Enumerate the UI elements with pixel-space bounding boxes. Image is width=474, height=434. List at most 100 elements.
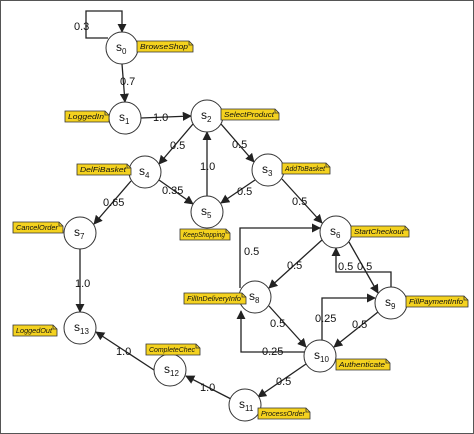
note-fold [126,164,131,169]
state-label-subscript: 1 [125,117,130,126]
state-label-subscript: 5 [207,211,212,220]
note-fold [325,163,330,168]
action-note-s4: DelFiBasket [76,163,132,176]
state-label-base: s [385,295,391,309]
note-shape [64,110,110,123]
edge-probability-s4-s7: 0.65 [103,197,124,209]
note-fold [241,293,246,298]
edge-s4-s5 [158,179,194,205]
state-label-base: s [74,320,80,334]
state-circle [63,311,97,345]
note-text: AddToBasket [284,166,326,173]
state-label-base: s [164,362,170,376]
action-note-s9: FillPaymentInfo [405,295,469,308]
edge-probability-s7-s13: 1.0 [75,278,90,290]
state-node-s12: s12 CompleteChec [145,343,201,387]
note-fold [104,111,109,116]
note-text: CancelOrder [16,225,59,232]
edge-s6-s8 [268,239,323,289]
note-fold [225,229,230,234]
edge-s10-s11 [257,363,307,398]
note-fold [385,359,390,364]
state-label-subscript: 7 [80,232,85,241]
state-label-base: s [201,204,207,218]
state-label-base: s [314,348,320,362]
edge-s11-s12 [185,375,232,400]
state-label: s13 [74,320,89,336]
action-note-s12: CompleteChec [145,343,201,356]
edge-probability-s2-s4: 0.5 [170,140,185,152]
edge-probability-s2-s3: 0.5 [232,139,247,151]
action-note-s6: StartCheckout [350,225,410,238]
note-fold [188,41,193,46]
state-label-base: s [139,164,145,178]
note-fold [58,222,63,227]
note-text: LoggedOut [16,328,53,335]
note-text: ProcessOrder [261,411,306,418]
note-fold [274,109,279,114]
note-shape [136,40,194,53]
state-node-s4: s4 DelFiBasket [76,155,162,189]
note-text: FillPaymentInfo [409,299,463,306]
state-label-base: s [249,289,255,303]
edge-probability-s8-s10: 0.5 [270,318,285,330]
edge-s2-s3 [220,123,255,163]
edge-probability-s9-s10: 0.5 [352,319,367,331]
state-label: s1 [119,110,130,126]
edge-probability-s3-s5: 0.5 [237,186,252,198]
edge-probability-s1-s2: 1.0 [153,112,168,124]
state-label: s5 [201,204,212,220]
edge-s4-s7 [93,180,132,225]
state-label: s10 [314,348,329,364]
note-fold [52,325,57,330]
note-shape [12,324,58,337]
edge-s9-s10 [333,311,379,348]
state-label: s4 [139,164,150,180]
state-label-base: s [330,224,336,238]
state-label-base: s [239,397,245,411]
state-label: s11 [239,397,254,413]
action-note-s11: ProcessOrder [257,407,311,420]
note-shape [220,108,280,121]
edge-probability-s10-s11: 0.5 [276,376,291,388]
note-fold [463,296,468,301]
edge-s8-s6 [239,223,321,288]
note-shape [179,228,231,241]
edge-s3-s5 [220,179,256,204]
edge-probability-s3-s6: 0.5 [292,196,307,208]
state-label-base: s [74,225,80,239]
note-shape [76,163,132,176]
action-note-s8: FillInDeliveryInfo [183,292,247,305]
state-node-s6: s6 StartCheckout [319,215,410,249]
note-shape [350,225,410,238]
state-node-s3: s3 AddToBasket [251,153,331,187]
state-label-subscript: 13 [80,327,89,336]
state-label: s3 [262,162,273,178]
state-label: s12 [164,362,179,378]
note-text: KeepShopping [183,232,225,239]
state-label-subscript: 0 [122,47,127,56]
edge-probability-s6-s8: 0.5 [287,260,302,272]
state-label-subscript: 2 [207,115,212,124]
state-circle [190,195,224,229]
edge-s0-s1 [119,63,129,103]
edge-s12-s13 [95,331,155,371]
edge-probability-s11-s12: 1.0 [200,382,215,394]
edge-probability-s12-s13: 1.0 [116,346,131,358]
state-circle [63,216,97,250]
state-label: s6 [330,224,341,240]
action-note-s3: AddToBasket [281,162,331,175]
edge-probability-s0-s1: 0.7 [120,76,135,88]
action-note-s7: CancelOrder [12,221,64,234]
note-text: SelectProduct [224,112,275,119]
state-label-subscript: 11 [245,404,254,413]
